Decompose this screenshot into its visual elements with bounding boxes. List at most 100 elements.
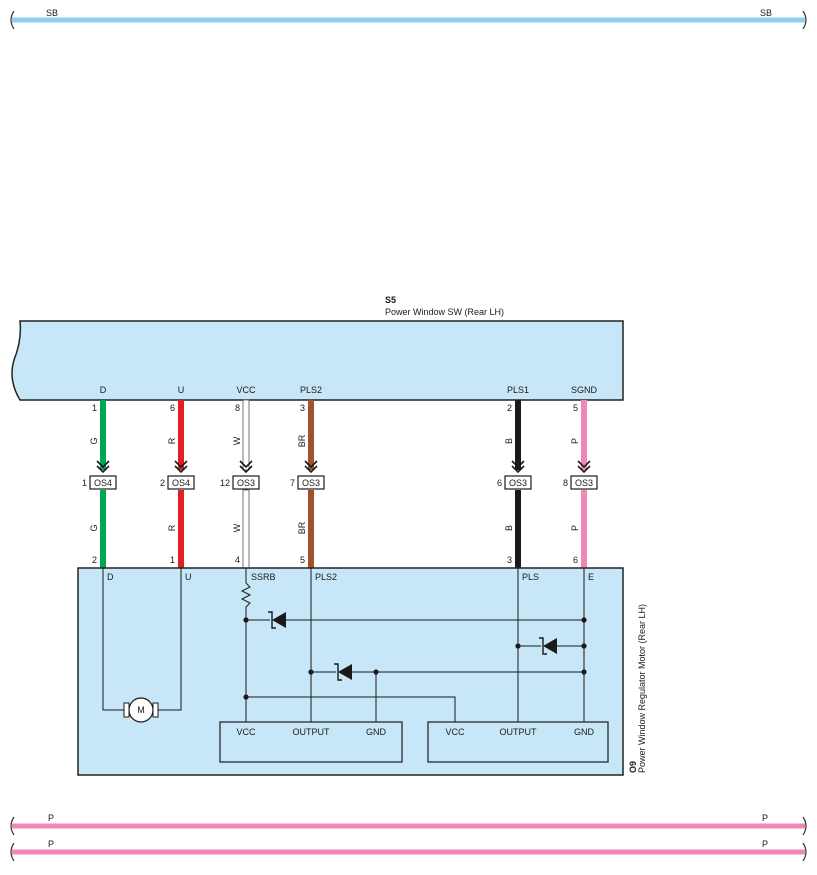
bus-p-2: P P <box>10 839 807 862</box>
conn-code-sgnd: OS3 <box>575 478 593 488</box>
zener3-triangle <box>338 664 352 680</box>
motor-lead-u <box>156 568 182 711</box>
wire-vcc-upper <box>242 399 250 471</box>
conn-box-sgnd <box>570 475 598 490</box>
sw-pin-pls2: 3 <box>300 403 305 413</box>
junction-dot <box>373 669 379 675</box>
chevron-sgnd-icon <box>577 460 591 474</box>
junction-dot <box>515 643 521 649</box>
bus-sb-label-right: SB <box>760 8 772 18</box>
conn-pin-u: 2 <box>160 478 165 488</box>
bus-p1-break-right <box>802 816 807 836</box>
ic1-output-label: OUTPUT <box>293 727 331 737</box>
mtr-pin-sgnd: 6 <box>573 555 578 565</box>
wire-code-u-upper: R <box>167 437 177 444</box>
sw-pin-vcc: 8 <box>235 403 240 413</box>
chevron-vcc-icon <box>239 460 253 474</box>
motor-symbol-label: M <box>137 705 145 715</box>
ic2-output-label: OUTPUT <box>500 727 538 737</box>
wire-vcc-lower <box>242 489 250 569</box>
conn-code-vcc: OS3 <box>237 478 255 488</box>
zener2-bar <box>539 637 547 655</box>
conn-box-u <box>167 475 195 490</box>
ic2-vcc-label: VCC <box>445 727 465 737</box>
zener3-bar <box>334 663 342 681</box>
switch-code: S5 <box>385 295 396 305</box>
mtr-pin-vcc: 4 <box>235 555 240 565</box>
junction-dot <box>581 669 587 675</box>
wire-code-vcc-upper: W <box>232 436 242 445</box>
ic2-gnd-label: GND <box>574 727 595 737</box>
chevron-pls1-icon <box>511 460 525 474</box>
zener-diode-2 <box>539 637 557 655</box>
conn-pin-vcc: 12 <box>220 478 230 488</box>
wire-code-d-upper: G <box>89 437 99 444</box>
mtr-term-ssrb: SSRB <box>251 572 276 582</box>
sw-term-sgnd: SGND <box>571 385 598 395</box>
junction-dot <box>243 694 249 700</box>
bus-sb: SB SB <box>10 8 807 30</box>
bus-p1-label-right: P <box>762 813 768 823</box>
internal-circuit <box>102 568 585 722</box>
conn-pin-d: 1 <box>82 478 87 488</box>
zener2-triangle <box>543 638 557 654</box>
chevron-pls2-icon <box>304 460 318 474</box>
ic-1: VCC OUTPUT GND <box>219 721 403 763</box>
bus-p1-label-left: P <box>48 813 54 823</box>
bus-p2-label-right: P <box>762 839 768 849</box>
wire-code-u-lower: R <box>167 524 177 531</box>
junction-dot <box>581 643 587 649</box>
mtr-pin-d: 2 <box>92 555 97 565</box>
junction-dot <box>581 617 587 623</box>
sw-term-pls2: PLS2 <box>300 385 322 395</box>
switch-body <box>11 320 624 401</box>
zener-diode-3 <box>334 663 352 681</box>
wire-code-pls1-lower: B <box>504 525 514 531</box>
zener1-triangle <box>272 612 286 628</box>
mtr-pin-u: 1 <box>170 555 175 565</box>
zener-diode-1 <box>268 611 286 629</box>
chevron-d-icon <box>96 460 110 474</box>
switch-s5: S5 Power Window SW (Rear LH) <box>11 295 624 401</box>
switch-name: Power Window SW (Rear LH) <box>385 307 504 317</box>
sw-term-d: D <box>100 385 107 395</box>
connector-boxes <box>89 475 598 490</box>
wire-code-pls1-upper: B <box>504 438 514 444</box>
wire-code-d-lower: G <box>89 524 99 531</box>
vcc-ic2-lead <box>246 696 456 722</box>
sw-term-u: U <box>178 385 185 395</box>
mtr-term-d: D <box>107 572 114 582</box>
bus-p-1: P P <box>10 813 807 836</box>
wire-code-sgnd-lower: P <box>570 525 580 531</box>
conn-box-pls2 <box>297 475 325 490</box>
sw-term-vcc: VCC <box>236 385 256 395</box>
junction-dot <box>308 669 314 675</box>
connector-chevrons <box>96 460 591 474</box>
conn-box-d <box>89 475 117 490</box>
bus-sb-break-right <box>802 10 807 30</box>
bus-p2-break-right <box>802 842 807 862</box>
bus-sb-label-left: SB <box>46 8 58 18</box>
mtr-term-u: U <box>185 572 192 582</box>
motor-circle <box>128 697 154 723</box>
bus-p2-break-left <box>10 842 15 862</box>
motor-brush-left <box>123 702 130 718</box>
wire-code-sgnd-upper: P <box>570 438 580 444</box>
sw-pin-d: 1 <box>92 403 97 413</box>
motor-brush-right <box>152 702 159 718</box>
conn-code-d: OS4 <box>94 478 112 488</box>
resistor-ssrb <box>240 582 252 608</box>
conn-code-u: OS4 <box>172 478 190 488</box>
zener1-bar <box>268 611 276 629</box>
sw-pin-u: 6 <box>170 403 175 413</box>
ic2-box <box>427 721 609 763</box>
ic1-box <box>219 721 403 763</box>
conn-pin-sgnd: 8 <box>563 478 568 488</box>
bus-p1-break-left <box>10 816 15 836</box>
mtr-term-e: E <box>588 572 594 582</box>
motor-code: O9 <box>628 761 638 773</box>
bus-p2-label-left: P <box>48 839 54 849</box>
ic1-gnd-label: GND <box>366 727 387 737</box>
conn-pin-pls2: 7 <box>290 478 295 488</box>
